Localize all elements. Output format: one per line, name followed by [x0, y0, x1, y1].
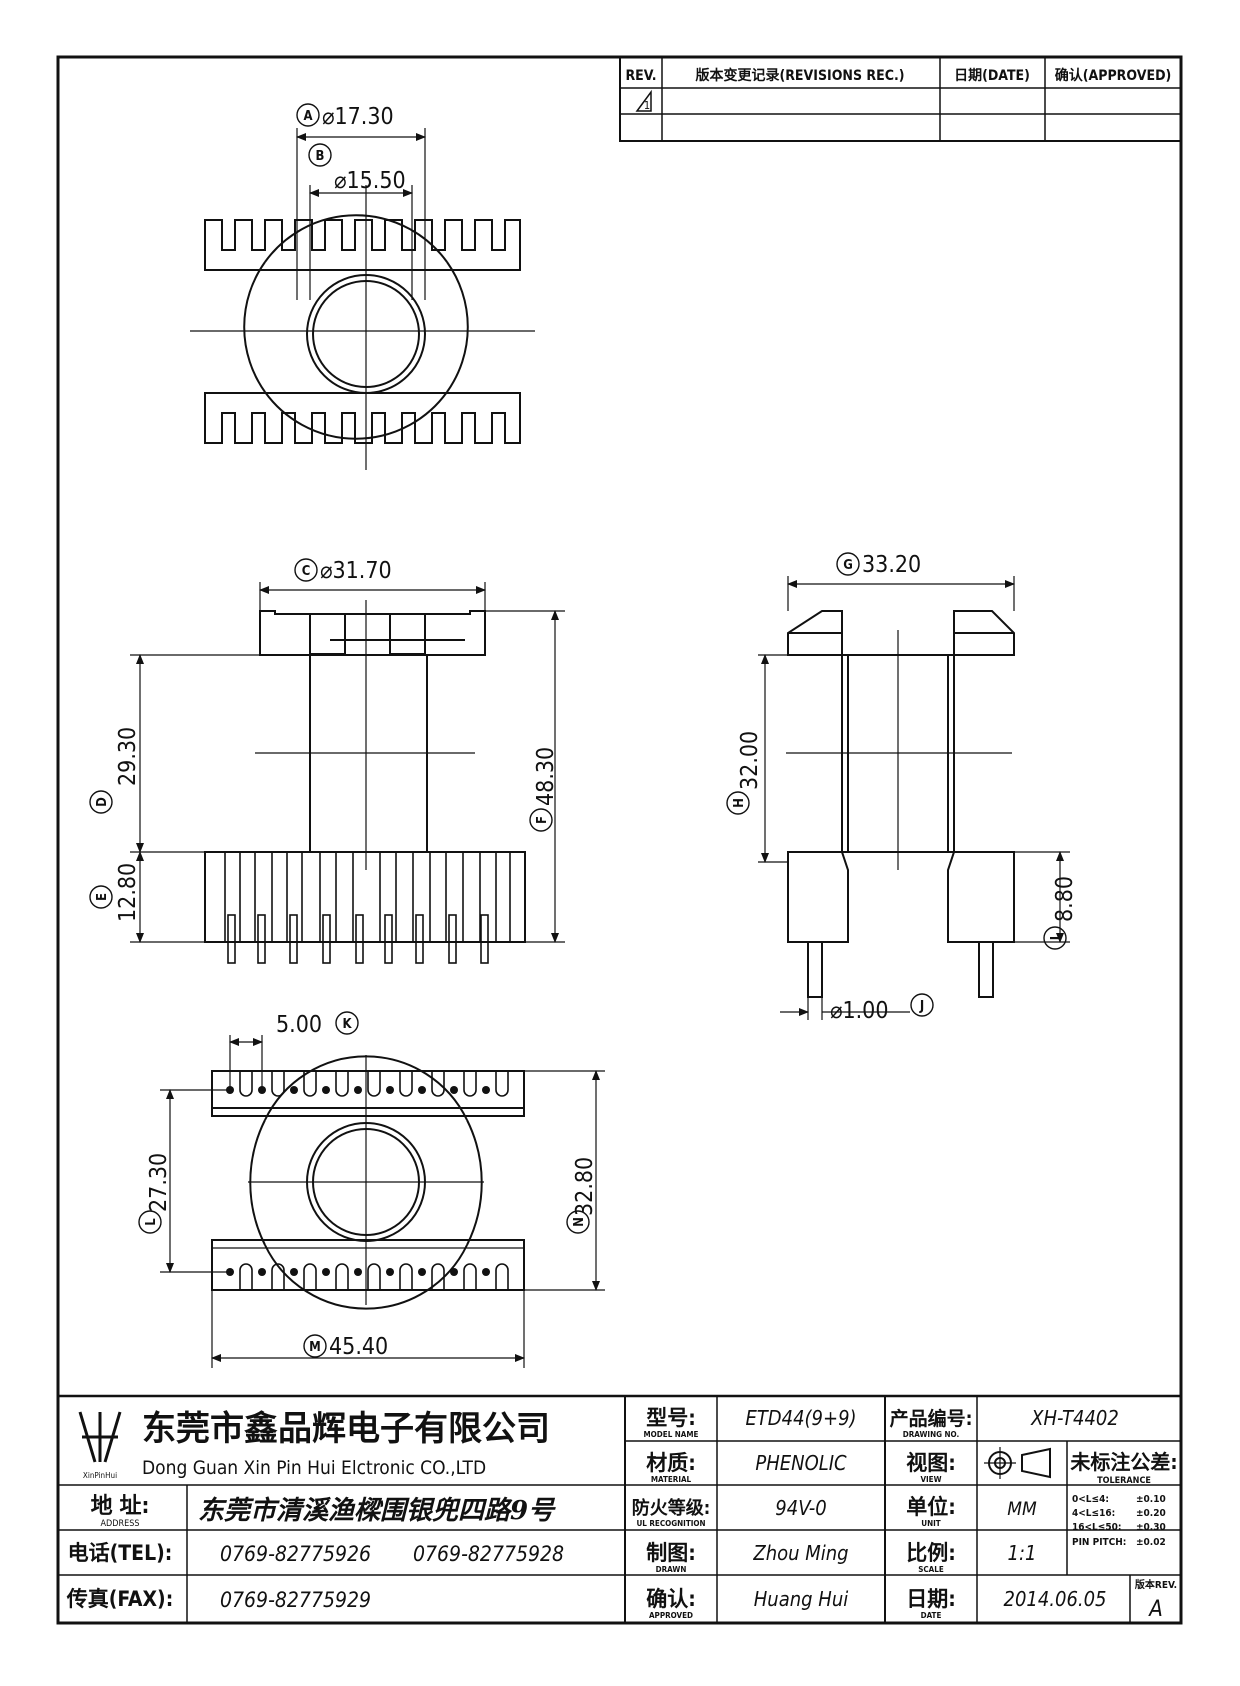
tolerance-range-3: 16<L≤50: — [1072, 1522, 1121, 1533]
revision-table — [619, 56, 1182, 142]
view-label-cn: 视图: — [906, 1451, 956, 1475]
dim-b-value: ⌀15.50 — [334, 168, 406, 194]
bottom-view — [160, 1035, 605, 1368]
dim-m-value: 45.40 — [329, 1334, 388, 1360]
dim-g-value: 33.20 — [862, 552, 921, 578]
tolerance-range-2: 4<L≤16: — [1072, 1508, 1115, 1519]
date-label-en: DATE — [921, 1611, 942, 1620]
material-label-en: MATERIAL — [651, 1475, 692, 1484]
tel-2: 0769-82775928 — [413, 1542, 564, 1566]
side-view — [758, 576, 1070, 1020]
tolerance-title-cn: 未标注公差: — [1070, 1450, 1177, 1474]
dim-d-letter: D — [95, 797, 110, 807]
dim-h-value: 32.00 — [737, 731, 763, 790]
company-name-cn: 东莞市鑫品辉电子有限公司 — [142, 1409, 550, 1449]
title-block — [58, 1394, 1181, 1623]
tolerance-value-2: ±0.20 — [1136, 1508, 1166, 1519]
drawing-no-label-cn: 产品编号: — [890, 1407, 973, 1430]
tolerance-value-4: ±0.02 — [1136, 1537, 1166, 1548]
bottom-view-pin-holes — [226, 1086, 490, 1276]
rev-header: REV. — [625, 68, 656, 84]
scale-label-en: SCALE — [918, 1565, 944, 1574]
tel-1: 0769-82775926 — [220, 1542, 371, 1566]
ul-value: 94V-0 — [775, 1496, 826, 1520]
model-value: ETD44(9+9) — [745, 1406, 856, 1430]
unit-value: MM — [1007, 1498, 1037, 1520]
approved-label-en: APPROVED — [649, 1611, 693, 1620]
dim-n-letter: N — [572, 1217, 587, 1227]
fax-value: 0769-82775929 — [220, 1588, 371, 1612]
dim-c-value: ⌀31.70 — [320, 558, 392, 584]
drawing-no-label-en: DRAWING NO. — [903, 1430, 959, 1439]
tolerance-range-4: PIN PITCH: — [1072, 1537, 1126, 1548]
dim-i-value: 8.80 — [1052, 876, 1078, 922]
drawn-label-en: DRAWN — [656, 1565, 687, 1574]
dim-l-letter: L — [144, 1218, 159, 1226]
dim-j-letter: J — [919, 999, 924, 1014]
dim-m-letter: M — [309, 1340, 321, 1355]
dim-f-value: 48.30 — [533, 747, 559, 806]
company-logo — [78, 1411, 122, 1463]
approved-label-cn: 确认: — [646, 1587, 696, 1611]
dim-i-letter: I — [1049, 936, 1064, 940]
dim-a-letter: A — [303, 109, 312, 124]
date-value: 2014.06.05 — [1004, 1587, 1107, 1611]
view-label-en: VIEW — [920, 1475, 941, 1484]
address-label-en: ADDRESS — [100, 1519, 139, 1529]
dim-b-letter: B — [316, 149, 325, 164]
sheet-border — [56, 55, 1183, 1625]
dim-c-letter: C — [302, 564, 311, 579]
drawn-label-cn: 制图: — [646, 1541, 696, 1565]
dim-n-value: 32.80 — [572, 1157, 598, 1216]
company-name-en: Dong Guan Xin Pin Hui Elctronic CO.,LTD — [142, 1457, 486, 1479]
dim-l-value: 27.30 — [146, 1153, 172, 1212]
fax-label: 传真(FAX): — [66, 1587, 174, 1611]
dim-g-letter: G — [843, 558, 853, 573]
tel-label: 电话(TEL): — [68, 1541, 173, 1565]
dim-e-letter: E — [95, 893, 110, 901]
dim-d-value: 29.30 — [115, 727, 141, 786]
tolerance-value-1: ±0.10 — [1136, 1494, 1166, 1505]
record-header: 版本变更记录(REVISIONS REC.) — [695, 67, 904, 84]
approved-value: Huang Hui — [754, 1587, 848, 1611]
dim-h-letter: H — [732, 798, 747, 808]
revision-triangle-icon — [635, 89, 652, 112]
rev-label: 版本REV. — [1135, 1578, 1177, 1591]
model-label-en: MODEL NAME — [644, 1430, 699, 1439]
model-label-cn: 型号: — [646, 1406, 696, 1430]
tolerance-range-1: 0<L≤4: — [1072, 1494, 1109, 1505]
drawing-no-value: XH-T4402 — [1030, 1406, 1119, 1430]
front-view — [130, 582, 565, 964]
tolerance-value-3: ±0.30 — [1136, 1522, 1166, 1533]
dim-k-letter: K — [342, 1017, 352, 1032]
scale-label-cn: 比例: — [906, 1541, 956, 1565]
material-label-cn: 材质: — [646, 1451, 696, 1475]
approved-header: 确认(APPROVED) — [1055, 67, 1172, 84]
date-label-cn: 日期: — [906, 1587, 956, 1611]
ul-label-cn: 防火等级: — [632, 1497, 710, 1519]
dimension-markers — [89, 103, 1067, 1358]
ul-label-en: UL RECOGNITION — [636, 1519, 705, 1528]
material-value: PHENOLIC — [755, 1451, 847, 1475]
address-value: 东莞市清溪渔樑围银兜四路9号 — [198, 1496, 556, 1526]
dim-f-letter: F — [535, 816, 550, 824]
scale-value: 1:1 — [1008, 1541, 1037, 1565]
unit-label-en: UNIT — [921, 1519, 941, 1528]
address-label-cn: 地 址: — [91, 1494, 150, 1519]
top-view — [190, 128, 535, 470]
dim-j-value: ⌀1.00 — [830, 998, 889, 1024]
dim-a-value: ⌀17.30 — [322, 104, 394, 130]
tolerance-title-en: TOLERANCE — [1097, 1476, 1151, 1486]
dim-k-value: 5.00 — [276, 1012, 322, 1038]
dim-e-value: 12.80 — [115, 863, 141, 922]
unit-label-cn: 单位: — [906, 1495, 956, 1519]
rev-value: A — [1147, 1597, 1163, 1622]
logo-text: XinPinHui — [83, 1471, 117, 1480]
date-header: 日期(DATE) — [954, 68, 1030, 84]
projection-symbol-icon — [984, 1447, 1051, 1479]
drawn-value: Zhou Ming — [752, 1541, 848, 1565]
rev-row-1-number: 1 — [644, 99, 650, 112]
